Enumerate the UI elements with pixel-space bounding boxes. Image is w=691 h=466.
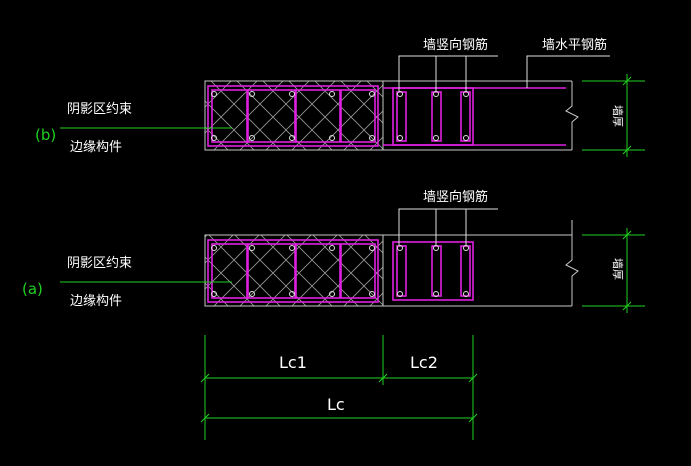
rebar-dots-b <box>211 91 469 141</box>
length-dimensions: Lc1 Lc2 Lc <box>200 335 478 440</box>
dim-label-lc2: Lc2 <box>410 353 438 372</box>
thickness-dim-a <box>582 228 645 313</box>
wall-outline-b <box>383 80 572 151</box>
dim-ticks-lower <box>200 413 478 423</box>
thickness-dim-b <box>582 74 645 157</box>
horizontal-rebar-label-b: 墙水平钢筋 <box>542 37 607 53</box>
detail-tag-b: (b) <box>35 126 56 144</box>
dim-extension-lines <box>204 335 474 440</box>
member-label-a-line1: 阴影区约束 <box>67 256 132 271</box>
member-label-a-line2: 边缘构件 <box>70 294 122 309</box>
thickness-label-b: 墙厚 <box>611 105 625 127</box>
dim-label-lc1: Lc1 <box>279 353 307 372</box>
detail-tag-a: (a) <box>22 280 43 298</box>
vertical-rebar-leader-a <box>398 208 498 245</box>
rebar-dots-a <box>211 245 469 297</box>
stirrups-a <box>207 239 474 303</box>
member-label-b-line2: 边缘构件 <box>70 140 122 155</box>
break-line-b <box>565 81 579 150</box>
thickness-label-a: 墙厚 <box>611 258 625 280</box>
member-label-b-line1: 阴影区约束 <box>67 102 132 117</box>
horizontal-rebar-leader-b <box>526 55 610 88</box>
dim-label-lc: Lc <box>327 395 345 414</box>
detail-a: (a) 阴影区约束 边缘构件 墙竖向钢筋 墙厚 <box>22 189 645 313</box>
break-line-a <box>565 220 579 306</box>
dim-ticks-upper <box>200 373 478 383</box>
stirrups-b <box>207 85 566 147</box>
detail-b: (b) 阴影区约束 边缘构件 墙竖向钢筋 墙水平钢筋 墙厚 <box>35 37 645 157</box>
wall-outline-a <box>383 234 572 307</box>
vertical-rebar-label-a: 墙竖向钢筋 <box>423 189 488 205</box>
vertical-rebar-leader-b <box>398 55 498 91</box>
vertical-rebar-label-b: 墙竖向钢筋 <box>423 37 488 53</box>
